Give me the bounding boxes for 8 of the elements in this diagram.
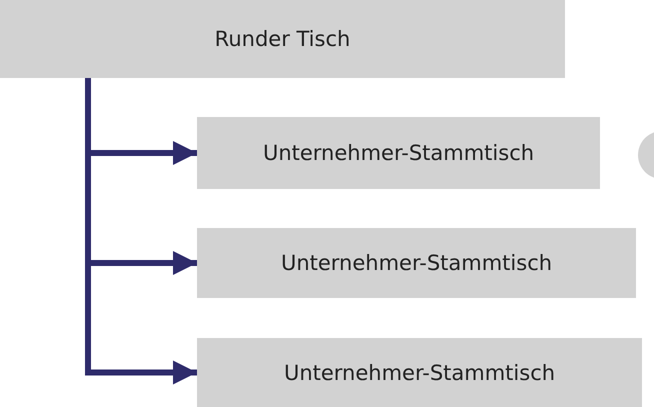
process-box <box>197 117 600 189</box>
node-label: Unternehmer-Stammtisch <box>280 251 552 275</box>
node-label: Unternehmer-Stammtisch <box>284 360 556 384</box>
node-label: Unternehmer-Stammtisch <box>262 141 534 165</box>
node-label: Runder Tisch <box>214 27 350 51</box>
process-box <box>197 228 636 298</box>
process-box <box>0 0 565 78</box>
process-box <box>197 338 642 407</box>
